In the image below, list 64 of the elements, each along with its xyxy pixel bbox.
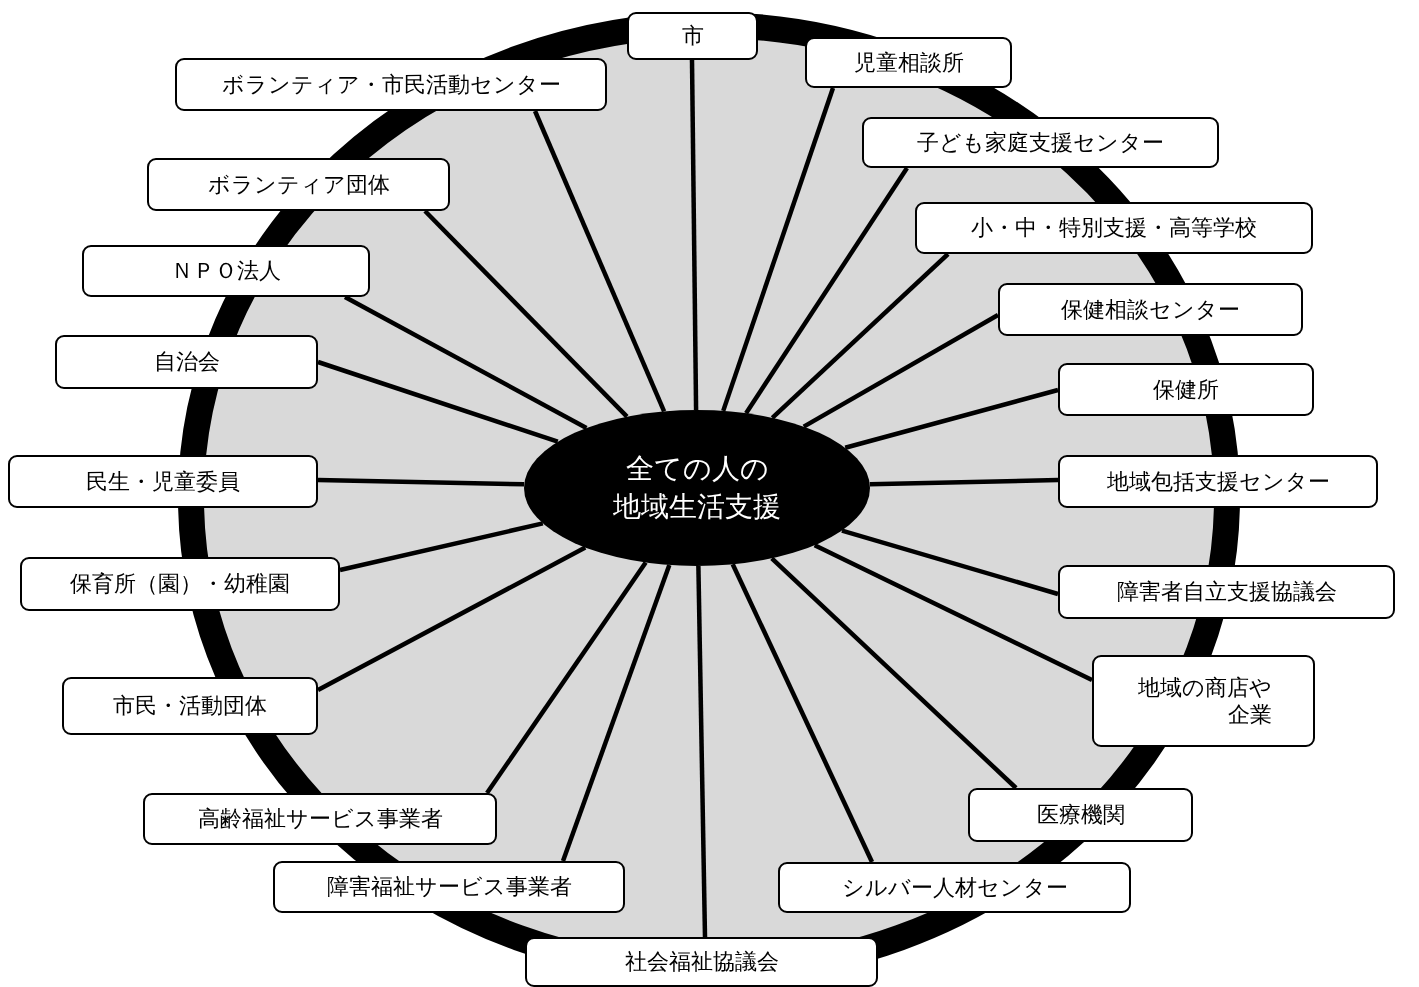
spoke-line [532, 110, 667, 413]
spoke-line [423, 209, 629, 419]
spoke-line [316, 545, 587, 692]
organization-box [862, 117, 1219, 168]
organization-box [778, 862, 1131, 913]
organization-box [62, 677, 318, 735]
organization-label: 障害福祉サービス事業者 [326, 873, 572, 901]
organization-label: 子ども家庭支援センター [917, 128, 1164, 157]
organization-box [82, 245, 370, 297]
organization-label: 民生・児童委員 [86, 467, 240, 496]
organization-label: シルバー人材センター [841, 873, 1068, 902]
organization-box [915, 202, 1313, 254]
spoke-line [721, 87, 836, 412]
organization-box [175, 58, 607, 111]
organization-label: 社会福祉協議会 [624, 948, 779, 976]
organization-box [998, 283, 1303, 336]
organization-box [1058, 455, 1378, 508]
organization-label: 障害者自立支援協議会 [1116, 578, 1337, 606]
organization-label: ボランティア・市民活動センター [221, 70, 561, 99]
organization-box [968, 788, 1193, 842]
spoke-line [869, 477, 1059, 487]
organization-box [1058, 363, 1314, 416]
organization-box [627, 12, 758, 60]
organization-label: ボランティア団体 [207, 170, 390, 199]
spoke-line [696, 565, 708, 938]
organization-label: 小・中・特別支援・高等学校 [971, 214, 1257, 242]
organization-label: ＮＰＯ法人 [171, 257, 281, 285]
spoke-line [485, 561, 648, 795]
spoke-line [841, 528, 1059, 597]
organization-box [8, 455, 318, 508]
organization-box [147, 158, 450, 211]
organization-label: 高齢福祉サービス事業者 [197, 805, 443, 833]
organization-box [55, 335, 318, 389]
spoke-line [343, 295, 588, 430]
spoke-line [689, 59, 699, 411]
spoke-line [744, 166, 909, 415]
organization-label: 市 [681, 22, 704, 50]
organization-box [20, 557, 340, 611]
spoke-line [813, 543, 1093, 683]
organization-label: 市民・活動団体 [113, 692, 267, 720]
organization-label: 医療機関 [1036, 801, 1125, 829]
organization-label: 保健所 [1153, 375, 1219, 404]
hub-text: 地域生活支援 [613, 489, 781, 525]
organization-box [143, 793, 497, 845]
organization-box [1092, 655, 1315, 747]
spoke-line [770, 252, 950, 420]
organization-box [1058, 565, 1395, 619]
organization-label: 地域包括支援センター [1106, 467, 1330, 496]
spoke-line [730, 563, 875, 863]
hub-text: 全ての人の [625, 451, 769, 488]
spoke-line [802, 313, 1000, 429]
organization-label: 地域の商店や企業 [1136, 673, 1272, 729]
organization-box [273, 861, 625, 913]
organization-label: 自治会 [153, 348, 220, 376]
organization-box [525, 937, 878, 987]
spoke-line [770, 556, 1018, 790]
organization-label: 保育所（園）・幼稚園 [70, 570, 290, 598]
spoke-line [844, 387, 1059, 450]
spoke-line [317, 359, 559, 444]
spoke-line [339, 521, 544, 573]
spoke-line [560, 564, 672, 862]
organization-label: 児童相談所 [853, 48, 964, 77]
organization-box [805, 37, 1012, 88]
organization-label: 保健相談センター [1061, 295, 1240, 324]
